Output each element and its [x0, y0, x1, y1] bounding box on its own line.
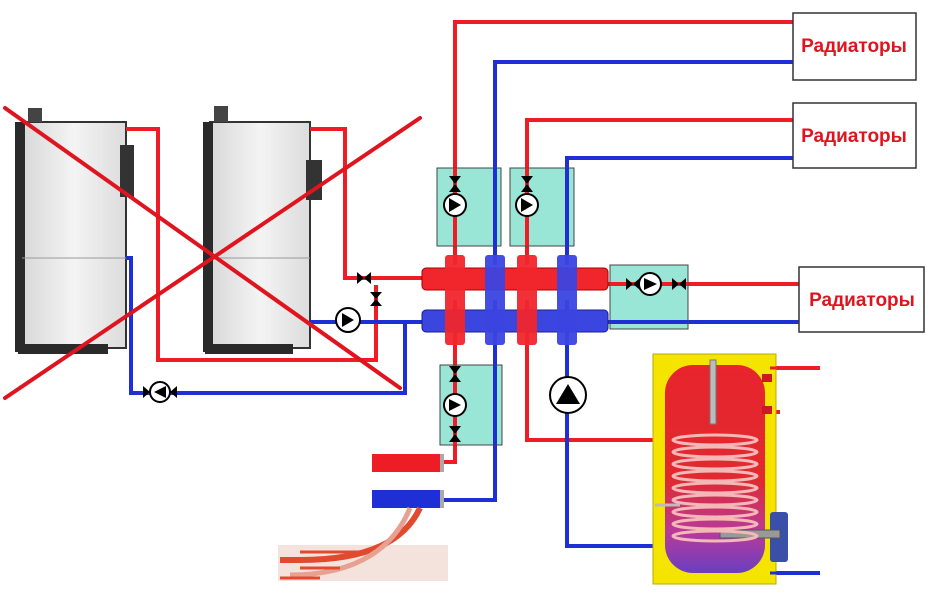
pump-icon	[149, 381, 171, 403]
pump-icon	[549, 376, 587, 414]
radiator-label-2: Радиаторы	[801, 126, 907, 147]
boiler-right	[203, 106, 322, 354]
radiator-box-2: Радиаторы	[792, 102, 917, 169]
coil-icon	[671, 433, 759, 543]
water-tank	[652, 353, 820, 585]
radiator-label-3: Радиаторы	[809, 290, 915, 311]
pump-icon	[443, 393, 467, 417]
radiator-box-1: Радиаторы	[792, 12, 917, 81]
radiator-box-3: Радиаторы	[798, 266, 925, 333]
floor-heating-pipes	[278, 506, 448, 581]
radiator-label-1: Радиаторы	[801, 36, 907, 57]
pump-icon	[443, 193, 467, 217]
floor-heating-connectors	[372, 454, 444, 508]
boiler-left	[15, 108, 134, 354]
pump-icon	[335, 307, 361, 333]
pump-icon	[515, 193, 539, 217]
valve-icon	[143, 176, 686, 442]
manifold	[421, 255, 609, 345]
pump-icon	[638, 272, 662, 296]
cross-mark-icon	[3, 106, 422, 400]
